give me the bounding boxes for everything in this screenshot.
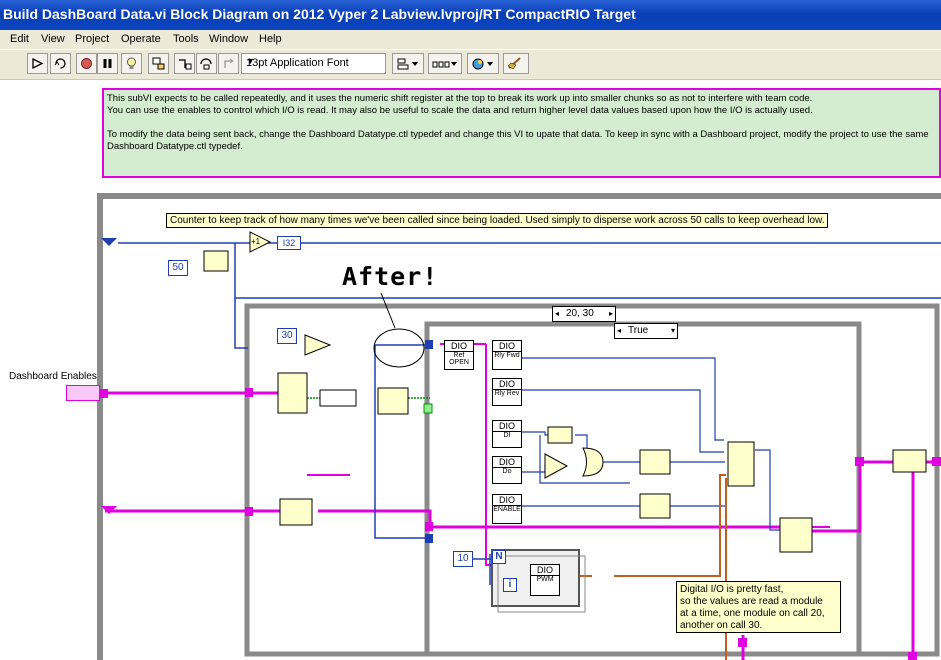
menu-window[interactable]: Window: [209, 33, 249, 45]
enable-label: ENABLE: [493, 506, 521, 513]
window-title: Build DashBoard Data.vi Block Diagram on…: [3, 6, 636, 22]
comment-line-3: To modify the data being sent back, chan…: [107, 129, 929, 152]
step-into-icon: [179, 59, 192, 70]
broom-icon: [507, 57, 521, 70]
pause-icon: [103, 59, 112, 68]
digital-io-note: Digital I/O is pretty fast, so the value…: [676, 581, 841, 633]
const-30[interactable]: 30: [277, 328, 297, 344]
probe-icon: [152, 57, 165, 70]
const-10[interactable]: 10: [453, 551, 473, 567]
distribute-objects-button[interactable]: [428, 53, 462, 74]
font-selector[interactable]: 13pt Application Font ▼: [241, 53, 386, 74]
case-selector[interactable]: ◂ 20, 30 ▸: [552, 306, 616, 322]
reorder-button[interactable]: [467, 53, 499, 74]
increment-node[interactable]: +1: [251, 237, 261, 246]
inner-case-selector[interactable]: ◂ True ▾: [614, 323, 678, 339]
title-bar: Build DashBoard Data.vi Block Diagram on…: [0, 0, 941, 30]
inner-case-next-icon[interactable]: ▾: [670, 326, 675, 335]
font-selector-value: 13pt Application Font: [246, 57, 349, 69]
block-diagram-canvas[interactable]: This subVI expects to be called repeated…: [0, 80, 941, 660]
comment-line-1: This subVI expects to be called repeated…: [107, 93, 813, 104]
reorder-icon: [472, 58, 493, 70]
step-into-button[interactable]: [174, 53, 195, 74]
inner-case-label: True: [628, 325, 649, 336]
note-line-1: Digital I/O is pretty fast,: [680, 584, 784, 595]
run-arrow-icon: [32, 57, 44, 70]
dio-rly-rev-title: DIO: [493, 379, 521, 390]
step-out-icon: [224, 58, 234, 68]
run-continuously-button[interactable]: [50, 53, 71, 74]
step-out-button[interactable]: [218, 53, 239, 74]
rly-rev-label: Rly Rev: [494, 390, 520, 397]
dio-enable-node[interactable]: DIO ENABLE: [492, 494, 522, 524]
dio-pwm-title: DIO: [531, 565, 559, 576]
dio-open-node[interactable]: DIO Ref OPEN: [444, 340, 474, 370]
distribute-icon: [432, 61, 457, 68]
description-comment: This subVI expects to be called repeated…: [102, 88, 941, 178]
dio-enable-title: DIO: [493, 495, 521, 506]
const-50[interactable]: 50: [168, 260, 188, 276]
run-continuously-icon: [54, 58, 66, 69]
dio-open-title: DIO: [445, 341, 473, 352]
lightbulb-icon: [127, 57, 136, 69]
inner-case-prev-icon[interactable]: ◂: [617, 326, 622, 335]
while-loop-frame: [97, 193, 941, 660]
counter-comment: Counter to keep track of how many times …: [166, 213, 829, 228]
dio-ref-label: Ref: [453, 352, 465, 359]
case-next-icon[interactable]: ▸: [608, 309, 613, 318]
dio-rly-rev-node[interactable]: DIO Rly Rev: [492, 378, 522, 406]
menu-edit[interactable]: Edit: [10, 33, 29, 45]
case-prev-icon[interactable]: ◂: [555, 309, 560, 318]
menu-help[interactable]: Help: [259, 33, 282, 45]
dio-pwm-node[interactable]: DIO PWM: [530, 564, 560, 596]
chevron-down-icon: ▼: [246, 56, 255, 66]
pwm-label: PWM: [536, 576, 554, 583]
stop-icon: [81, 58, 92, 69]
dio-rly-fwd-node[interactable]: DIO Rly Fwd: [492, 340, 522, 370]
do-label: Do: [502, 468, 512, 475]
step-over-icon: [200, 58, 212, 70]
di-label: DI: [503, 432, 511, 439]
note-line-2: so the values are read a module: [680, 596, 823, 607]
toolbar: 13pt Application Font ▼: [0, 50, 941, 80]
dio-do-title: DIO: [493, 457, 521, 468]
diagram-wires: [97, 193, 941, 660]
highlight-execution-button[interactable]: [121, 53, 142, 74]
retain-wire-values-button[interactable]: [148, 53, 169, 74]
i32-indicator[interactable]: I32: [277, 236, 301, 250]
dio-di-title: DIO: [493, 421, 521, 432]
menu-project[interactable]: Project: [75, 33, 110, 45]
comment-line-2: You can use the enables to control which…: [107, 105, 813, 116]
run-button[interactable]: [27, 53, 48, 74]
rly-fwd-label: Rly Fwd: [494, 352, 520, 359]
abort-button[interactable]: [76, 53, 97, 74]
menu-operate[interactable]: Operate: [121, 33, 161, 45]
align-objects-button[interactable]: [392, 53, 424, 74]
menu-tools[interactable]: Tools: [173, 33, 199, 45]
dashboard-enables-label: Dashboard Enables: [9, 371, 97, 382]
after-annotation: After!: [342, 262, 439, 291]
menu-view[interactable]: View: [41, 33, 65, 45]
clean-up-diagram-button[interactable]: [503, 53, 529, 74]
dio-di-node[interactable]: DIO DI: [492, 420, 522, 448]
loop-count-terminal[interactable]: N: [492, 550, 506, 564]
dio-rly-fwd-title: DIO: [493, 341, 521, 352]
loop-iteration-terminal[interactable]: i: [503, 578, 517, 592]
pause-button[interactable]: [97, 53, 118, 74]
note-line-4: another on call 30.: [680, 620, 763, 631]
dio-do-node[interactable]: DIO Do: [492, 456, 522, 484]
align-icon: [397, 58, 418, 70]
dashboard-enables-control[interactable]: [66, 385, 100, 401]
case-selector-label: 20, 30: [566, 308, 594, 319]
menu-bar: Edit View Project Operate Tools Window H…: [0, 30, 941, 50]
note-line-3: at a time, one module on call 20,: [680, 608, 825, 619]
dio-open-label: OPEN: [449, 359, 469, 366]
step-over-button[interactable]: [196, 53, 217, 74]
